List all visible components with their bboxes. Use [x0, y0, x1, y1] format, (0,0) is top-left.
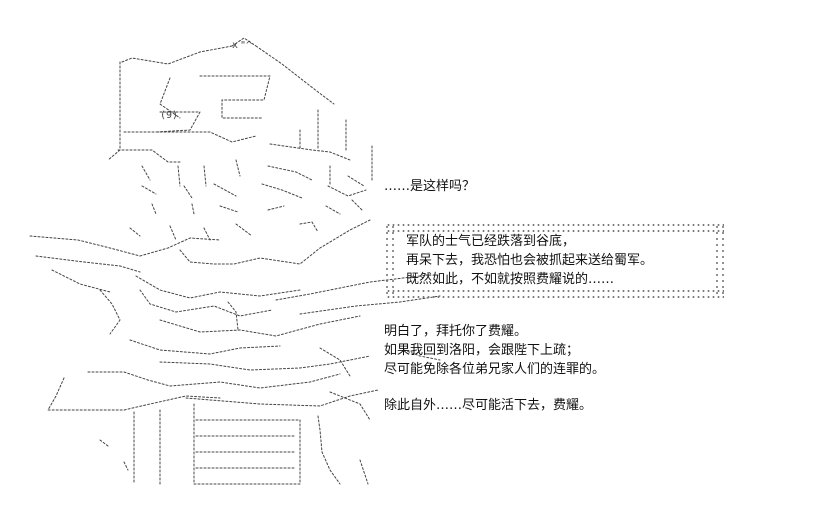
box-top-border-inner — [386, 230, 724, 232]
reply-line-2: 如果我回到洛阳，会跟陛下上疏； — [384, 343, 580, 358]
box-right-border — [722, 224, 724, 298]
dotted-thought-box — [386, 224, 724, 298]
reply-line-1: 明白了，拜托你了费耀。 — [384, 324, 528, 339]
box-line-3: 既然如此，不如就按照费耀说的…… — [406, 272, 615, 287]
box-left-border-inner — [392, 224, 394, 298]
reply-line-3: 尽可能免除各位弟兄家人们的连罪的。 — [384, 362, 606, 377]
box-right-border-inner — [716, 224, 718, 298]
box-bottom-border — [386, 296, 724, 298]
box-line-2: 再呆下去，我恐怕也会被抓起来送给蜀军。 — [406, 253, 654, 268]
box-left-border — [386, 224, 388, 298]
box-line-1: 军队的士气已经跌落到谷底， — [406, 234, 576, 249]
hat-tip-mark: ｘ"^ — [230, 40, 252, 51]
box-top-border — [386, 224, 724, 226]
question-text: ……是这样吗？ — [384, 179, 476, 194]
ornament-mark: (9) — [160, 110, 178, 121]
box-bottom-border-inner — [386, 290, 724, 292]
final-line: 除此自外……尽可能活下去，费耀。 — [384, 398, 593, 413]
